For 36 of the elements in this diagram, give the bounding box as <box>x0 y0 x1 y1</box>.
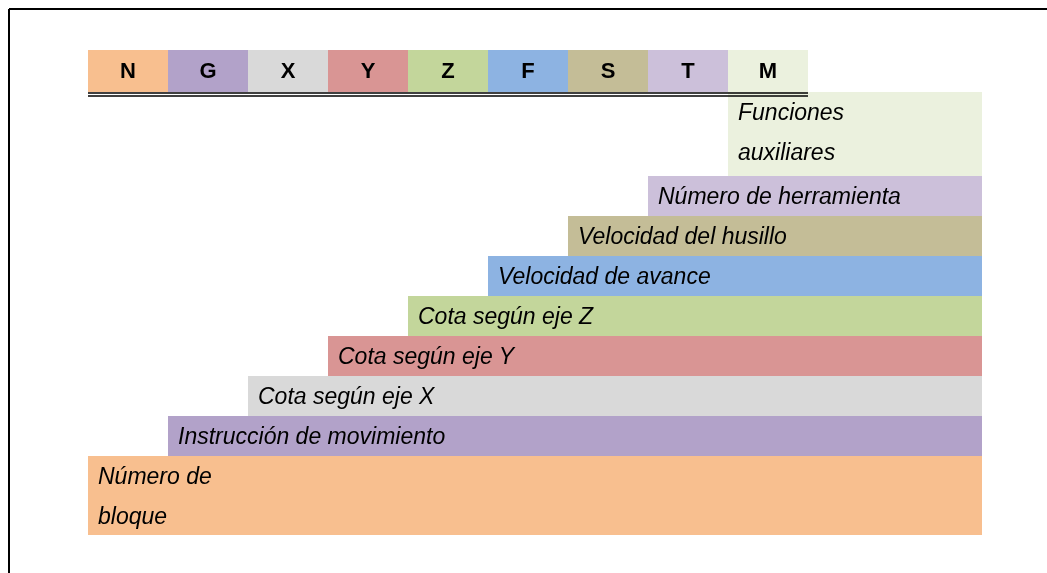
field-band <box>488 256 982 296</box>
field-band <box>248 376 982 416</box>
address-letter: Z <box>441 58 455 84</box>
field-band <box>168 416 982 456</box>
address-letter: M <box>758 58 778 84</box>
field-band <box>328 336 982 376</box>
field-band <box>648 176 982 216</box>
header-cell <box>648 50 728 92</box>
header-cell <box>568 50 648 92</box>
address-letter: S <box>600 58 616 84</box>
band-label: Cota según eje Y <box>338 342 515 371</box>
field-band <box>568 216 982 256</box>
header-cell <box>248 50 328 92</box>
band-label: Número de herramienta <box>658 182 901 211</box>
band-label: Cota según eje X <box>258 382 435 411</box>
band-label: Número de bloque <box>98 462 213 531</box>
address-letter: N <box>120 58 136 84</box>
band-label: Velocidad de avance <box>498 262 711 291</box>
band-label: Velocidad del husillo <box>578 222 787 251</box>
address-letter: G <box>199 58 217 84</box>
header-cell <box>328 50 408 92</box>
address-letter: F <box>521 58 535 84</box>
header-cell <box>168 50 248 92</box>
header-cell <box>488 50 568 92</box>
band-label: Cota según eje Z <box>418 302 594 331</box>
band-label: Instrucción de movimiento <box>178 422 446 451</box>
field-band <box>408 296 982 336</box>
header-cell <box>408 50 488 92</box>
address-letter: T <box>681 58 695 84</box>
band-label: Funciones auxiliares <box>738 98 846 167</box>
address-letter: X <box>280 58 296 84</box>
field-band <box>728 92 982 176</box>
header-cell <box>88 50 168 92</box>
field-band <box>88 456 982 535</box>
header-cell <box>728 50 808 92</box>
address-letter: Y <box>360 58 376 84</box>
